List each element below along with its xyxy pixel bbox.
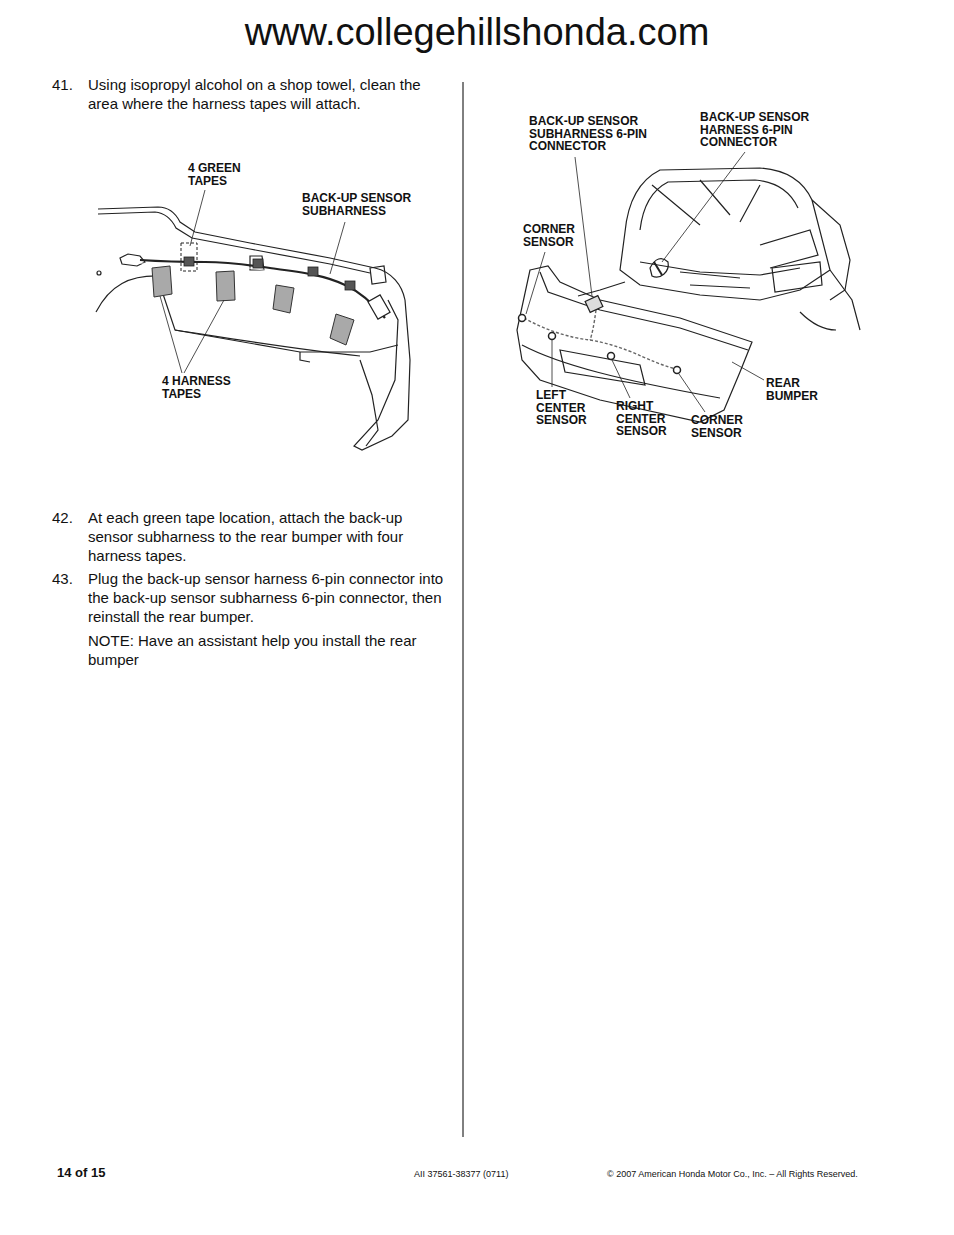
- part-label: CORNER SENSOR: [523, 223, 587, 249]
- part-label: 4 HARNESS TAPES: [162, 375, 246, 401]
- step-number: 42.: [52, 508, 86, 527]
- page-number: 14 of 15: [57, 1164, 137, 1181]
- harness-tapes: [152, 266, 354, 345]
- subharness-wire-highlight: [140, 263, 383, 321]
- detail-bracket: [181, 243, 197, 271]
- bumper-illustration: [96, 207, 410, 450]
- step-number: 43.: [52, 569, 86, 588]
- watermark-url: www.collegehillshonda.com: [0, 8, 954, 56]
- part-label: BACK-UP SENSOR SUBHARNESS: [302, 192, 428, 218]
- part-label: CORNER SENSOR: [691, 414, 755, 439]
- connector-symbol: [585, 296, 603, 313]
- connector-symbol: [368, 295, 390, 319]
- part-label: LEFT CENTER SENSOR: [536, 389, 600, 427]
- part-label: REAR BUMPER: [766, 377, 830, 403]
- harness-connector: [654, 262, 662, 275]
- document-code: AII 37561-38377 (0711): [414, 1169, 574, 1180]
- part-label: BACK-UP SENSOR HARNESS 6-PIN CONNECTOR: [700, 111, 828, 149]
- part-label: RIGHT CENTER SENSOR: [616, 400, 680, 438]
- step-text: At each green tape location, attach the …: [88, 508, 450, 565]
- car-rear-illustration: [578, 168, 860, 330]
- step-text: Plug the back-up sensor harness 6-pin co…: [88, 569, 456, 626]
- copyright: © 2007 American Honda Motor Co., Inc. – …: [607, 1169, 907, 1180]
- green-tape-marks: [184, 257, 355, 290]
- sensors: [519, 315, 681, 374]
- note-text: NOTE: Have an assistant help you install…: [88, 631, 443, 669]
- subharness-wire: [140, 260, 385, 318]
- step-number: 41.: [52, 75, 86, 94]
- column-divider: [463, 82, 464, 1137]
- step-text: Using isopropyl alcohol on a shop towel,…: [88, 75, 450, 113]
- part-label: BACK-UP SENSOR SUBHARNESS 6-PIN CONNECTO…: [529, 115, 657, 153]
- sensor-wiring: [590, 310, 596, 340]
- sensor-wiring: [524, 318, 680, 370]
- leader-lines: [526, 152, 764, 412]
- part-label: 4 GREEN TAPES: [188, 162, 254, 188]
